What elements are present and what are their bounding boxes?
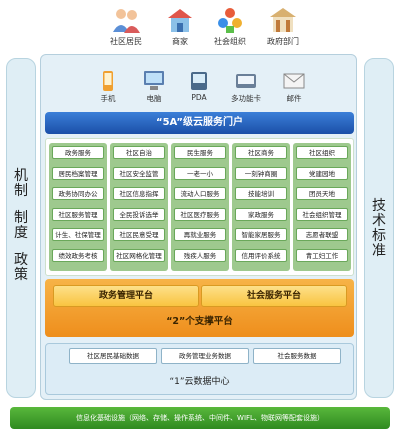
device-label: 手机: [100, 94, 116, 103]
residents-icon: [111, 6, 141, 34]
device-mail: 邮件: [272, 70, 316, 104]
service-item: 一刻钟商圈: [235, 166, 287, 180]
service-item: 家政服务: [235, 207, 287, 221]
social-organization-icon: [215, 6, 245, 34]
service-item: 社区安全监管: [113, 166, 165, 180]
device-card: 多功能卡: [224, 70, 268, 104]
service-item: 一老一小: [174, 166, 226, 180]
service-item: 志愿者联盟: [296, 228, 348, 241]
government-management-platform: 政务管理平台: [53, 285, 199, 307]
service-item: 绩效政务考核: [52, 248, 104, 262]
pda-icon: [187, 70, 211, 92]
residents-basic-database: 社区居民基础数据: [69, 348, 157, 364]
device-label: 电脑: [146, 94, 162, 103]
phone-icon: [96, 70, 120, 92]
service-item: 社区医疗服务: [174, 207, 226, 221]
service-item: 智能家居服务: [235, 228, 287, 241]
user-government: 政府部门: [253, 6, 313, 47]
computer-icon: [142, 70, 166, 92]
service-item: 社区信息指挥: [113, 187, 165, 200]
service-item: 社区服务管理: [52, 207, 104, 221]
user-label: 商家: [172, 37, 188, 46]
side-text-standards: 技 术 标 准: [372, 198, 386, 259]
service-item: 社区民意受理: [113, 228, 165, 241]
service-item: 政务服务: [52, 146, 104, 159]
service-item: 再就业服务: [174, 228, 226, 241]
user-label: 社会组织: [214, 37, 246, 46]
support-platforms-title: “2”个支撑平台: [166, 316, 233, 327]
side-text-mechanism: 机 制 制 度 政 策: [14, 168, 28, 283]
device-computer: 电脑: [132, 70, 176, 104]
service-item: 社会组织管理: [296, 207, 348, 221]
service-item: 全民投诉选举: [113, 207, 165, 221]
service-item: 党建园地: [296, 166, 348, 180]
device-label: 邮件: [286, 94, 302, 103]
service-item: 残疾人服务: [174, 248, 226, 262]
user-social-organization: 社会组织: [200, 6, 260, 47]
cloud-service-portal-bar: “5A”级云服务门户: [45, 112, 354, 134]
user-merchant: 商家: [150, 6, 210, 47]
service-item: 社区网格化管理: [113, 248, 165, 262]
service-item: 团员天地: [296, 187, 348, 200]
service-item: 居民档案管理: [52, 166, 104, 180]
government-business-database: 政务管理业务数据: [161, 348, 249, 364]
infrastructure-bar: 信息化基础设施（网络、存储、操作系统、中间件、WIFL、物联网等配套设施）: [10, 407, 390, 429]
social-service-database: 社会服务数据: [253, 348, 341, 364]
side-bar-technical-standards: 技 术 标 准: [364, 58, 394, 398]
service-item: 信用评价系统: [235, 248, 287, 262]
user-label: 政府部门: [267, 37, 299, 46]
cloud-data-center-title: “1”云数据中心: [169, 377, 230, 387]
device-label: PDA: [191, 93, 207, 102]
mail-icon: [282, 70, 306, 92]
device-phone: 手机: [86, 70, 130, 104]
merchant-icon: [165, 6, 195, 34]
user-label: 社区居民: [110, 37, 142, 46]
service-item: 社区自治: [113, 146, 165, 159]
service-item: 青工妇工作: [296, 248, 348, 262]
service-item: 民生服务: [174, 146, 226, 159]
social-service-platform: 社会服务平台: [201, 285, 347, 307]
user-residents: 社区居民: [96, 6, 156, 47]
government-icon: [268, 6, 298, 34]
service-item: 政务协同办公: [52, 187, 104, 200]
device-pda: PDA: [177, 70, 221, 102]
service-item: 计生、社保管理: [52, 228, 104, 241]
service-item: 流动人口服务: [174, 187, 226, 200]
device-label: 多功能卡: [231, 94, 261, 103]
card-icon: [234, 70, 258, 92]
service-item: 社区商务: [235, 146, 287, 159]
side-bar-mechanism-policy: 机 制 制 度 政 策: [6, 58, 36, 398]
service-item: 社区组织: [296, 146, 348, 159]
service-item: 技能培训: [235, 187, 287, 200]
